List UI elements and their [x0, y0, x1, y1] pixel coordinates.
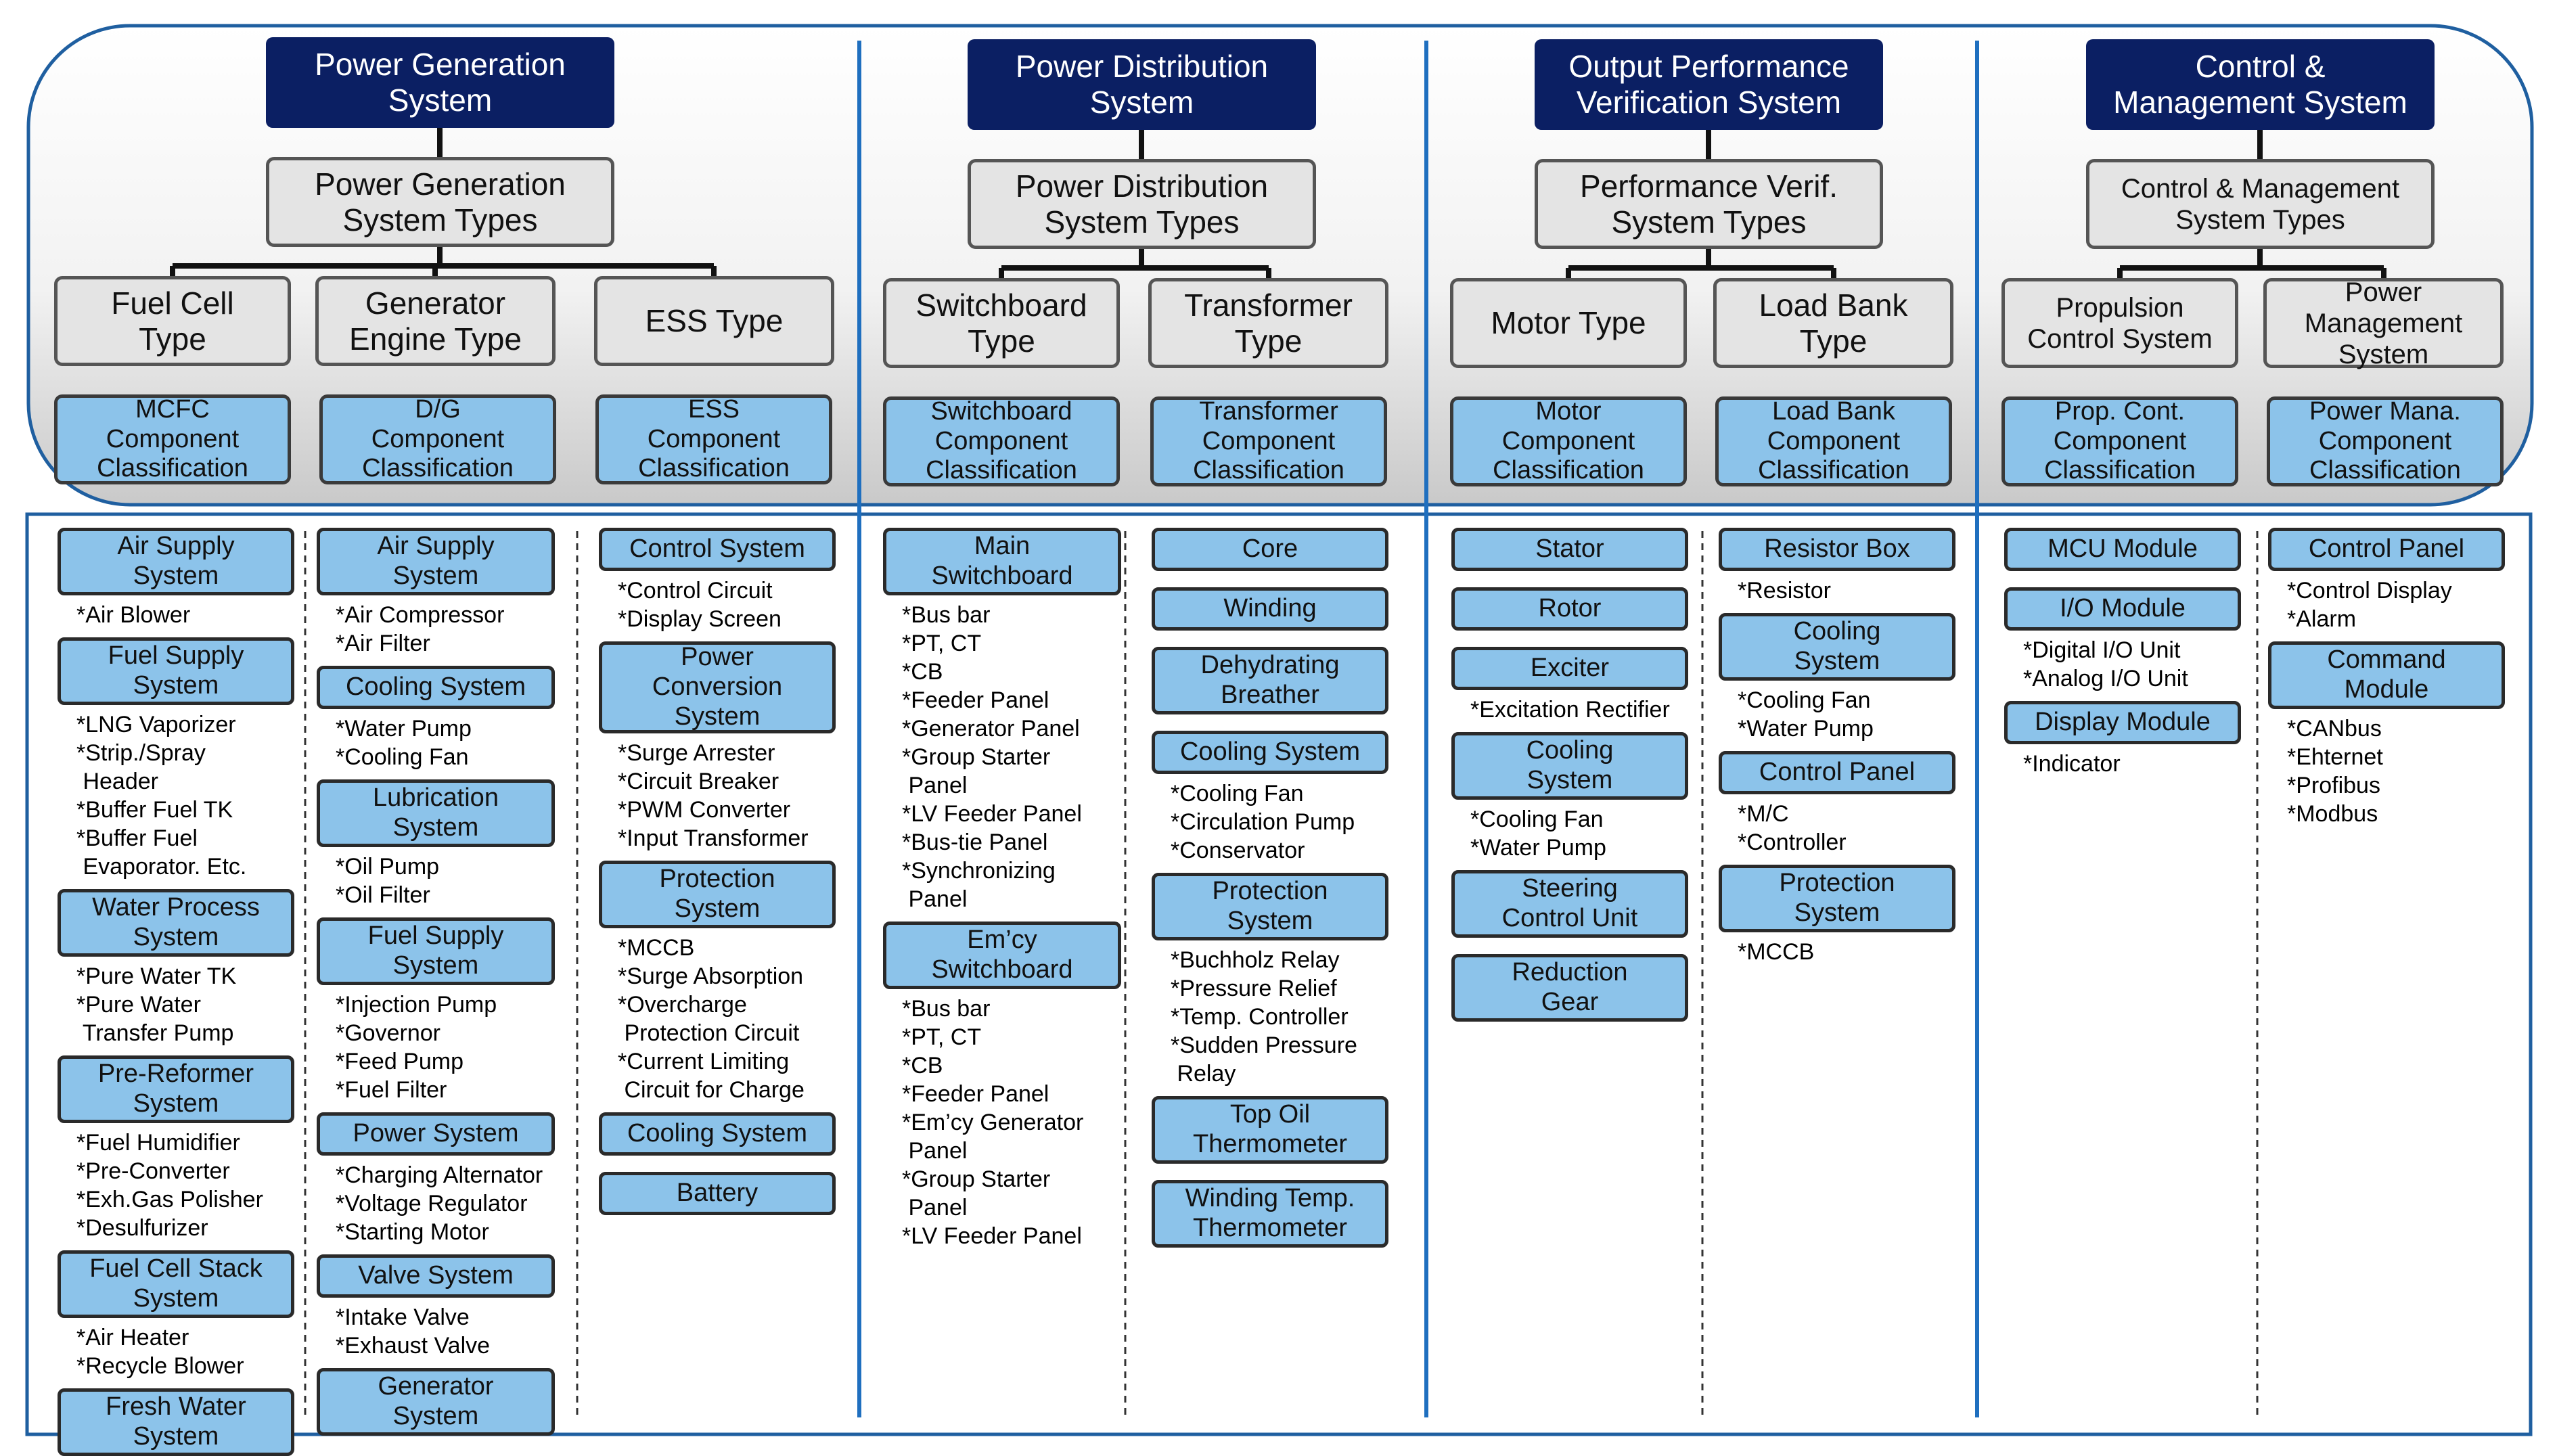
component-details: *Cooling Fan *Water Pump: [1470, 806, 1606, 861]
component-details: *Intake Valve *Exhaust Valve: [336, 1304, 491, 1359]
subtype-box: Fuel Cell Type: [54, 276, 291, 366]
system-title: Control & Management System: [2086, 39, 2435, 130]
system-types-box: Power Distribution System Types: [968, 159, 1316, 249]
component-box: Main Switchboard: [883, 528, 1121, 595]
classification-box: Power Mana. Component Classification: [2267, 396, 2504, 486]
component-box: Reduction Gear: [1451, 954, 1688, 1022]
classification-box: Prop. Cont. Component Classification: [2001, 396, 2238, 486]
system-types-box: Control & Management System Types: [2086, 159, 2435, 249]
system-title: Output Performance Verification System: [1535, 39, 1883, 130]
component-details: *Fuel Humidifier *Pre-Converter *Exh.Gas…: [76, 1130, 263, 1241]
subtype-box: Power Management System: [2263, 277, 2504, 369]
component-details: *Resistor: [1738, 578, 1831, 604]
component-box: Core: [1152, 528, 1388, 571]
component-details: *Control Display *Alarm: [2287, 578, 2452, 632]
subtype-box: ESS Type: [594, 276, 834, 366]
component-box: Cooling System: [1451, 732, 1688, 800]
classification-box: MCFC Component Classification: [54, 394, 291, 484]
component-box: Cooling System: [1719, 613, 1955, 681]
component-box: Generator System: [317, 1368, 555, 1436]
component-box: Battery: [599, 1172, 836, 1215]
component-box: Winding: [1152, 587, 1388, 631]
component-box: Water Process System: [58, 889, 294, 957]
component-details: *Digital I/O Unit *Analog I/O Unit: [2023, 637, 2188, 691]
component-box: MCU Module: [2004, 528, 2241, 571]
component-box: Valve System: [317, 1254, 555, 1298]
component-details: *Charging Alternator *Voltage Regulator …: [336, 1162, 543, 1245]
component-details: *Buchholz Relay *Pressure Relief *Temp. …: [1171, 947, 1357, 1087]
component-box: Power System: [317, 1112, 555, 1156]
subtype-box: Generator Engine Type: [315, 276, 556, 366]
top-panel: [26, 24, 2534, 507]
component-box: Rotor: [1451, 587, 1688, 631]
component-details: *Water Pump *Cooling Fan: [336, 716, 472, 770]
component-details: *Injection Pump *Governor *Feed Pump *Fu…: [336, 992, 497, 1103]
component-box: I/O Module: [2004, 587, 2241, 631]
component-details: *Cooling Fan *Water Pump: [1738, 687, 1874, 742]
component-box: Protection System: [1152, 873, 1388, 940]
component-box: Resistor Box: [1719, 528, 1955, 571]
component-details: *MCCB *Surge Absorption *Overcharge Prot…: [618, 935, 805, 1103]
component-details: *Air Heater *Recycle Blower: [76, 1325, 244, 1379]
component-box: Steering Control Unit: [1451, 870, 1688, 938]
classification-box: ESS Component Classification: [595, 394, 832, 484]
component-box: Command Module: [2268, 641, 2505, 709]
component-box: Winding Temp. Thermometer: [1152, 1180, 1388, 1248]
system-types-box: Power Generation System Types: [266, 157, 614, 247]
subtype-box: Propulsion Control System: [2001, 278, 2238, 368]
component-details: *Indicator: [2023, 751, 2121, 777]
component-box: Lubrication System: [317, 779, 555, 847]
subtype-box: Switchboard Type: [883, 278, 1120, 368]
component-box: Control Panel: [1719, 751, 1955, 794]
component-box: Em’cy Switchboard: [883, 922, 1121, 989]
component-box: Air Supply System: [58, 528, 294, 595]
component-box: Control Panel: [2268, 528, 2505, 571]
classification-box: Switchboard Component Classification: [883, 396, 1120, 486]
component-details: *Surge Arrester *Circuit Breaker *PWM Co…: [618, 740, 809, 851]
component-box: Power Conversion System: [599, 641, 836, 733]
component-box: Cooling System: [599, 1112, 836, 1156]
component-box: Protection System: [1719, 865, 1955, 932]
system-title: Power Generation System: [266, 37, 614, 128]
classification-box: Load Bank Component Classification: [1715, 396, 1952, 486]
component-box: Pre-Reformer System: [58, 1055, 294, 1123]
component-details: *Air Blower: [76, 602, 191, 628]
component-box: Cooling System: [1152, 731, 1388, 774]
component-box: Fresh Water System: [58, 1388, 294, 1456]
subtype-box: Transformer Type: [1148, 278, 1388, 368]
system-title: Power Distribution System: [968, 39, 1316, 130]
component-details: *Control Circuit *Display Screen: [618, 578, 782, 632]
component-box: Cooling System: [317, 666, 555, 709]
component-box: Top Oil Thermometer: [1152, 1096, 1388, 1164]
classification-box: D/G Component Classification: [319, 394, 556, 484]
system-types-box: Performance Verif. System Types: [1535, 159, 1883, 249]
component-details: *Excitation Rectifier: [1470, 697, 1670, 723]
component-box: Dehydrating Breather: [1152, 647, 1388, 714]
component-details: *Oil Pump *Oil Filter: [336, 854, 440, 908]
component-box: Fuel Supply System: [58, 637, 294, 705]
classification-box: Transformer Component Classification: [1150, 396, 1387, 486]
component-details: *Pure Water TK *Pure Water Transfer Pump: [76, 963, 237, 1046]
component-box: Air Supply System: [317, 528, 555, 595]
component-details: *Cooling Fan *Circulation Pump *Conserva…: [1171, 781, 1355, 863]
subtype-box: Load Bank Type: [1713, 278, 1953, 368]
component-box: Exciter: [1451, 647, 1688, 690]
component-details: *CANbus *Ehternet *Profibus *Modbus: [2287, 716, 2383, 827]
component-box: Display Module: [2004, 701, 2241, 744]
component-details: *Air Compressor *Air Filter: [336, 602, 505, 656]
component-box: Stator: [1451, 528, 1688, 571]
component-box: Fuel Cell Stack System: [58, 1250, 294, 1318]
classification-box: Motor Component Classification: [1450, 396, 1687, 486]
component-box: Fuel Supply System: [317, 917, 555, 985]
subtype-box: Motor Type: [1450, 278, 1687, 368]
component-details: *MCCB: [1738, 939, 1815, 965]
component-details: *Bus bar *PT, CT *CB *Feeder Panel *Em’c…: [902, 996, 1084, 1249]
component-details: *Bus bar *PT, CT *CB *Feeder Panel *Gene…: [902, 602, 1082, 912]
component-details: *M/C *Controller: [1738, 801, 1847, 855]
component-box: Protection System: [599, 861, 836, 928]
component-details: *LNG Vaporizer *Strip./Spray Header *Buf…: [76, 712, 247, 880]
component-box: Control System: [599, 528, 836, 571]
